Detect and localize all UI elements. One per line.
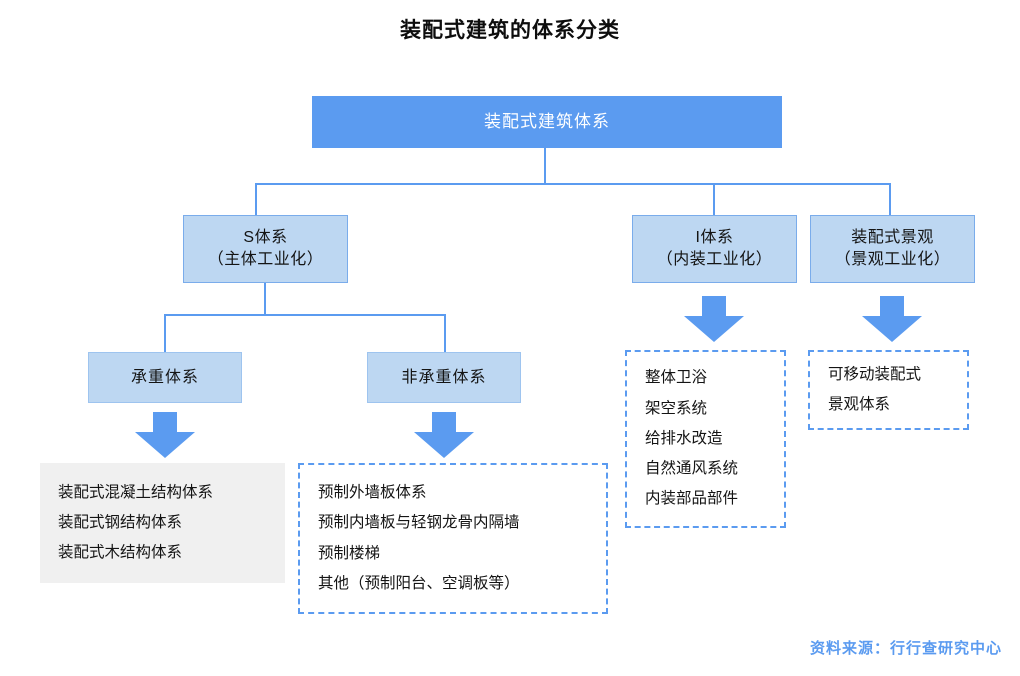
leaf-item: 给排水改造 <box>645 429 723 447</box>
leaf-item: 装配式木结构体系 <box>58 544 183 562</box>
leaf-panel-landscape: 可移动装配式 景观体系 <box>808 350 969 430</box>
leaf-panel-non-bearing: 预制外墙板体系 预制内墙板与轻钢龙骨内隔墙 预制楼梯 其他（预制阳台、空调板等） <box>298 463 608 614</box>
arrow-down-icon-interior <box>684 296 744 342</box>
node-root-label: 装配式建筑体系 <box>484 111 610 131</box>
leaf-item: 自然通风系统 <box>645 460 739 478</box>
node-s-system[interactable]: S体系 （主体工业化） <box>183 215 348 283</box>
leaf-item: 架空系统 <box>645 399 708 417</box>
leaf-item: 预制外墙板体系 <box>318 484 427 502</box>
connector-drop-bearing <box>164 314 166 352</box>
node-i-system-line1: I体系 <box>695 229 734 247</box>
node-landscape-system-line1: 装配式景观 <box>851 229 934 247</box>
leaf-item: 整体卫浴 <box>645 369 708 387</box>
leaf-item: 装配式混凝土结构体系 <box>58 483 214 501</box>
leaf-panel-interior: 整体卫浴 架空系统 给排水改造 自然通风系统 内装部品部件 <box>625 350 786 528</box>
arrow-down-icon-landscape <box>862 296 922 342</box>
connector-level2-bus <box>255 183 891 185</box>
node-i-system-line2: （内装工业化） <box>656 251 773 268</box>
leaf-item: 可移动装配式 <box>828 365 922 383</box>
node-i-system[interactable]: I体系 （内装工业化） <box>632 215 797 283</box>
connector-level3-bus <box>164 314 446 316</box>
node-bearing-system[interactable]: 承重体系 <box>88 352 242 403</box>
node-landscape-system-line2: （景观工业化） <box>834 251 951 268</box>
connector-drop-s <box>255 183 257 216</box>
leaf-item: 内装部品部件 <box>645 490 739 508</box>
node-s-system-line2: （主体工业化） <box>207 251 324 268</box>
leaf-item: 景观体系 <box>828 396 891 413</box>
node-s-system-line1: S体系 <box>243 229 288 247</box>
page-title: 装配式建筑的体系分类 <box>400 19 620 42</box>
connector-s-stem <box>264 283 266 316</box>
source-note: 资料来源：行行查研究中心 <box>809 640 1002 657</box>
node-non-bearing-system-label: 非承重体系 <box>401 368 487 386</box>
connector-drop-landscape <box>889 183 891 216</box>
leaf-item: 装配式钢结构体系 <box>58 513 183 531</box>
leaf-item: 预制楼梯 <box>318 544 381 562</box>
node-landscape-system[interactable]: 装配式景观 （景观工业化） <box>810 215 975 283</box>
connector-drop-non-bearing <box>444 314 446 352</box>
node-non-bearing-system[interactable]: 非承重体系 <box>367 352 521 403</box>
arrow-down-icon-bearing <box>135 412 195 458</box>
arrow-down-icon-non-bearing <box>414 412 474 458</box>
leaf-panel-bearing: 装配式混凝土结构体系 装配式钢结构体系 装配式木结构体系 <box>40 463 285 583</box>
node-bearing-system-label: 承重体系 <box>130 368 199 386</box>
connector-root-stem <box>544 148 546 185</box>
node-root[interactable]: 装配式建筑体系 <box>312 96 782 148</box>
leaf-item: 其他（预制阳台、空调板等） <box>318 574 520 592</box>
connector-drop-i <box>713 183 715 216</box>
leaf-item: 预制内墙板与轻钢龙骨内隔墙 <box>318 514 520 532</box>
